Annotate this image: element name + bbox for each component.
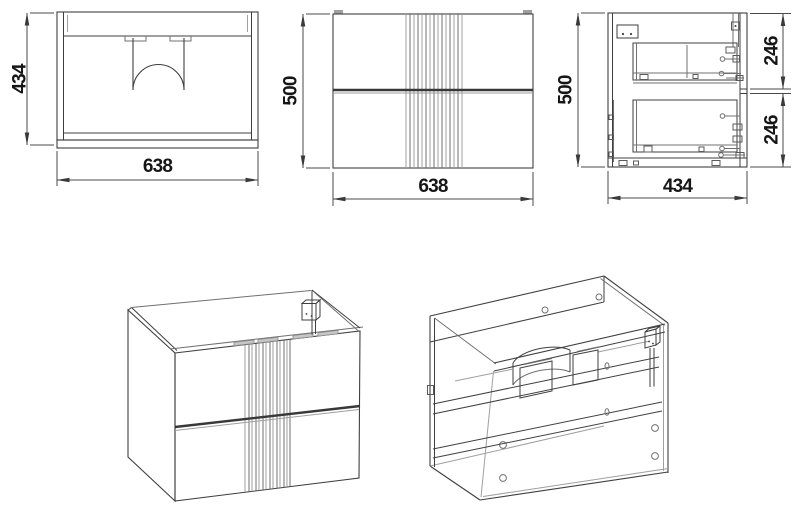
side-view-dim-lower-drawer: 246 <box>750 93 791 168</box>
iso-siphon-shelf <box>454 340 651 399</box>
lower-drawer-height-label: 246 <box>762 115 783 145</box>
iso-bottom-rail <box>432 401 663 459</box>
side-view-outline <box>607 12 748 168</box>
iso-view-front <box>127 289 364 503</box>
front-view-height-label: 500 <box>281 76 302 106</box>
iso-view-back <box>427 275 669 501</box>
back-rail-notch-left <box>124 36 147 42</box>
side-view-dim-height: 500 <box>556 12 605 168</box>
iso-back-panel-corner <box>311 289 361 332</box>
front-view-dim-width: 638 <box>332 172 534 206</box>
side-view-dim-depth: 434 <box>607 171 748 204</box>
iso-front-panel-inner <box>480 323 666 498</box>
side-view-height-label: 500 <box>556 75 577 105</box>
top-view-dim-width: 638 <box>56 151 259 186</box>
front-view: 500 638 <box>281 10 534 206</box>
top-view-front-edge <box>56 139 259 149</box>
iso-mid-rail <box>432 356 660 415</box>
top-view-outline <box>56 11 259 141</box>
side-view: 500 434 246 246 <box>556 12 791 204</box>
iso-drawer-gap <box>174 404 361 429</box>
top-view-width-label: 638 <box>143 156 173 177</box>
wall-bracket-section <box>616 24 639 39</box>
upper-drawer-section <box>632 42 744 84</box>
top-view: 434 638 <box>10 11 259 186</box>
back-rail-notch-right <box>169 36 192 42</box>
side-view-depth-label: 434 <box>663 176 694 197</box>
siphon-cutout <box>132 38 185 91</box>
iso-wall-bracket <box>300 298 322 335</box>
iso-left-panel <box>427 316 497 467</box>
side-view-dim-upper-drawer: 246 <box>750 13 791 90</box>
front-view-dim-height: 500 <box>281 13 330 169</box>
top-view-depth-label: 434 <box>10 63 31 94</box>
top-view-dim-depth: 434 <box>10 12 54 146</box>
iso-top-back-rail <box>429 275 605 343</box>
iso-side-panel <box>127 308 176 503</box>
front-view-width-label: 638 <box>418 176 448 197</box>
upper-drawer-height-label: 246 <box>762 36 783 66</box>
iso-back-wall-bracket <box>644 325 661 387</box>
hanger-tab-right <box>523 10 532 14</box>
hanger-tab-left <box>334 10 343 14</box>
lower-drawer-section <box>608 99 745 162</box>
